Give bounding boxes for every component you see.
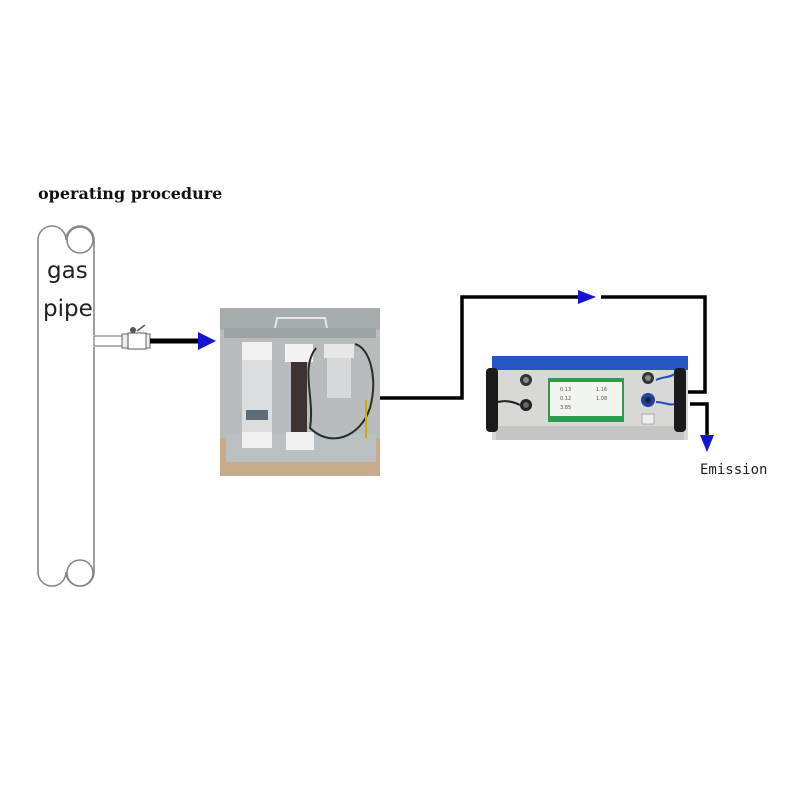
- svg-text:3.85: 3.85: [560, 405, 571, 411]
- filter-unit-photo: [220, 308, 380, 476]
- valve-icon: [93, 324, 151, 350]
- svg-text:1.08: 1.08: [596, 396, 607, 402]
- svg-text:0.13: 0.13: [560, 387, 571, 393]
- gas-analyzer-photo: 0.13 1.16 0.12 1.08 3.85: [486, 356, 688, 440]
- gas-pipe-label-gas: gas: [47, 258, 88, 284]
- diagram-title: operating procedure: [38, 184, 223, 203]
- emission-label: Emission: [700, 462, 768, 478]
- svg-text:0.12: 0.12: [560, 396, 571, 402]
- gas-pipe-outline: [37, 225, 95, 587]
- arrow-right-icon: [198, 332, 216, 350]
- hose-filter-to-analyzer: [378, 295, 580, 400]
- svg-text:1.16: 1.16: [596, 387, 607, 393]
- gas-pipe-label-pipe: pipe: [43, 296, 93, 322]
- arrow-down-icon: [700, 435, 714, 452]
- hose-analyzer-outlet: [690, 402, 709, 436]
- arrow-right-icon: [578, 290, 596, 304]
- hose-to-analyzer-inlet: [601, 295, 707, 394]
